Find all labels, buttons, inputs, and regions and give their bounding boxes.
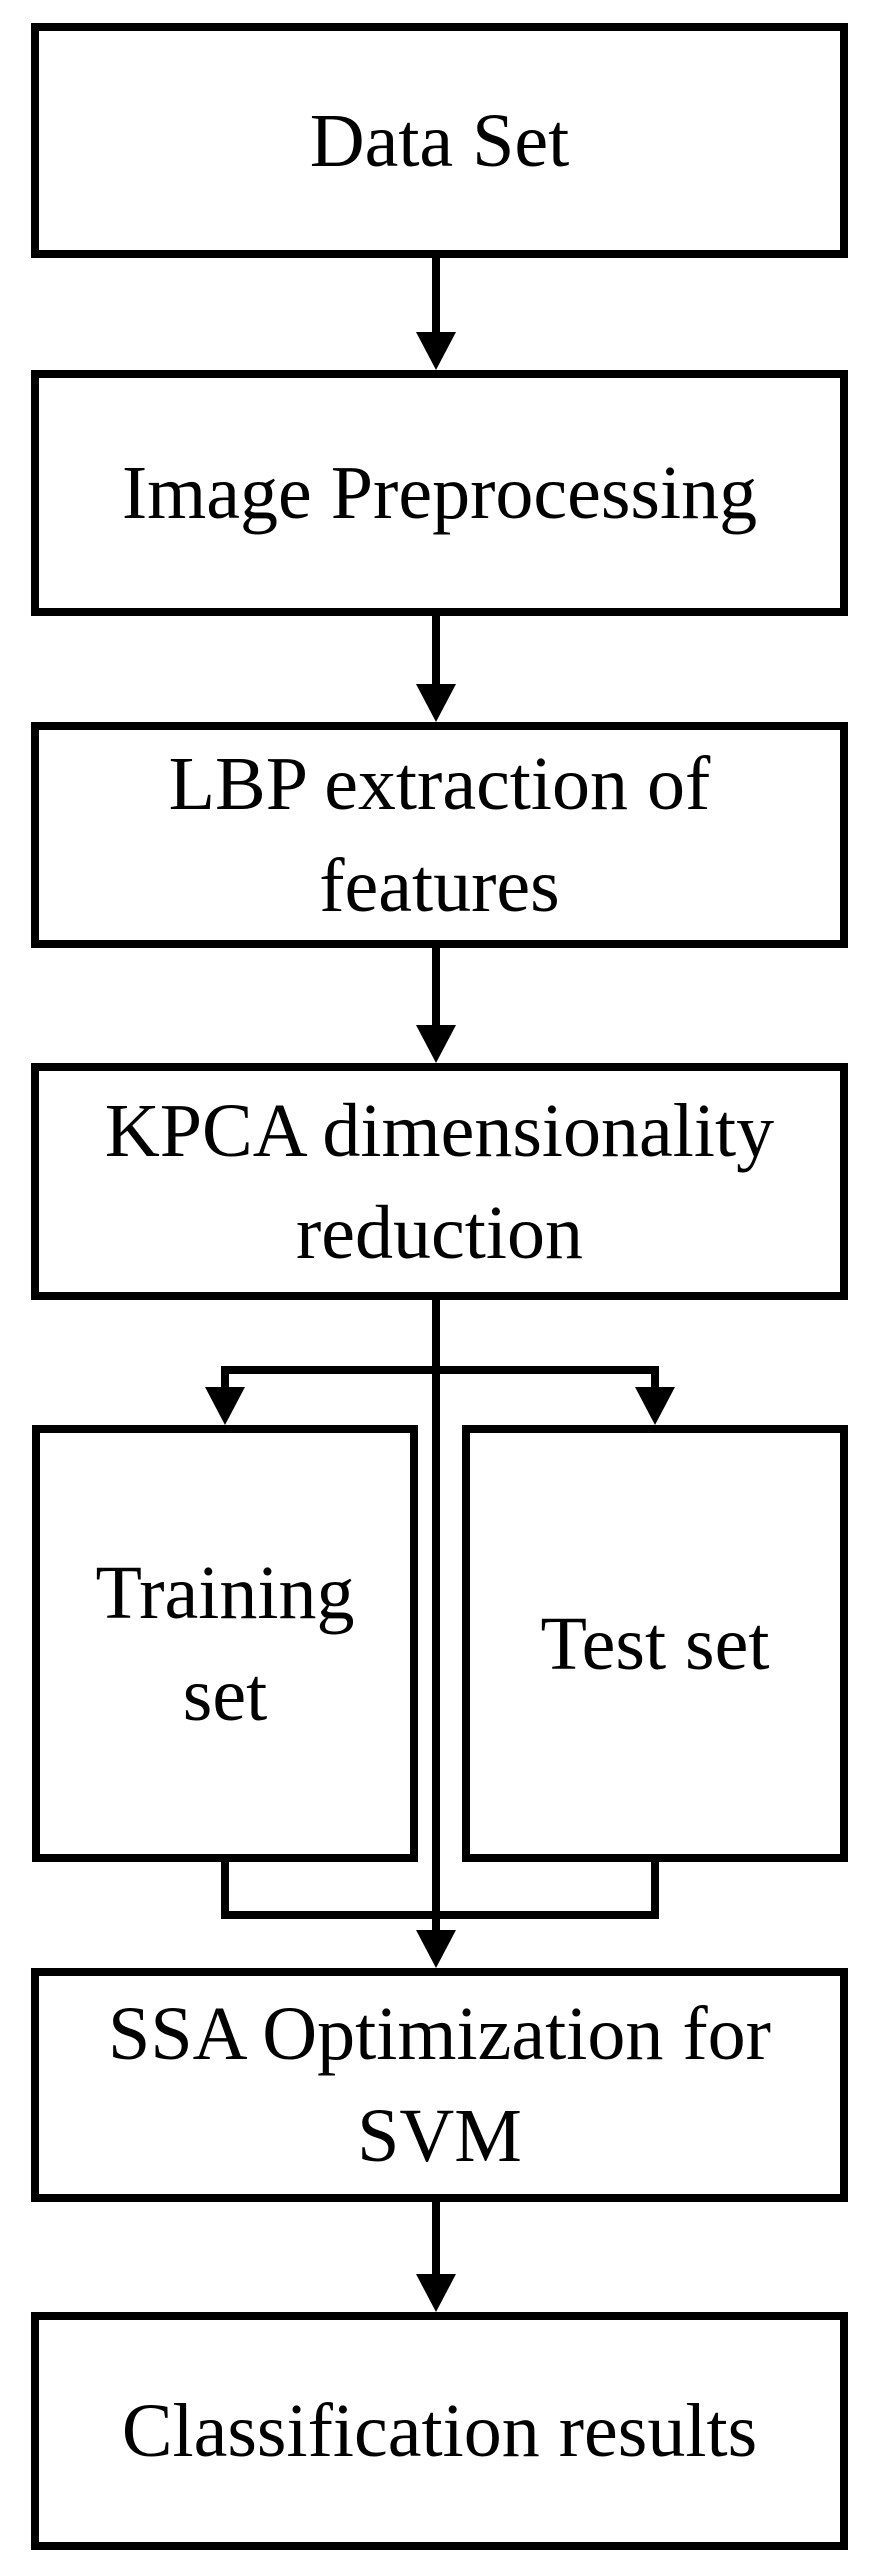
node-training-set-label: Training set [95,1550,355,1737]
arrow-ssa-to-results-head [416,2274,456,2312]
arrow-kpca-to-training-head [205,1387,245,1425]
arrow-preprocessing-to-lbp-head [416,684,456,722]
arrow-kpca-to-test-stem [651,1366,659,1392]
node-classification-results-label: Classification results [121,2389,758,2473]
arrow-kpca-to-test-head [635,1387,675,1425]
merge-stub-test [651,1862,659,1919]
node-test-set: Test set [462,1425,848,1862]
merge-bar [221,1911,659,1919]
node-ssa-svm: SSA Optimization for SVM [31,1968,848,2202]
node-data-set: Data Set [31,23,848,258]
arrow-ssa-to-results-stem [432,2202,440,2278]
node-lbp-extraction: LBP extraction of features [31,722,848,948]
arrow-preprocessing-to-lbp-stem [432,616,440,686]
arrow-dataset-to-preprocessing-stem [432,258,440,334]
arrow-merge-to-ssa-head [416,1930,456,1968]
merge-stub-training [221,1862,229,1919]
node-classification-results: Classification results [31,2312,848,2550]
node-kpca-reduction: KPCA dimensionality reduction [31,1063,848,1300]
node-lbp-extraction-label: LBP extraction of features [168,742,711,928]
split-bar [221,1366,659,1374]
node-data-set-label: Data Set [309,98,570,183]
node-image-preprocessing: Image Preprocessing [31,370,848,616]
node-ssa-svm-label: SSA Optimization for SVM [108,1992,771,2178]
arrow-lbp-to-kpca-stem [432,948,440,1027]
node-image-preprocessing-label: Image Preprocessing [121,451,758,535]
node-training-set: Training set [32,1425,418,1862]
arrow-kpca-to-ssa-center-trunk [432,1300,440,1934]
node-kpca-reduction-label: KPCA dimensionality reduction [104,1088,775,1275]
arrow-lbp-to-kpca-head [416,1025,456,1063]
node-test-set-label: Test set [540,1601,770,1686]
arrow-kpca-to-training-stem [221,1366,229,1392]
arrow-dataset-to-preprocessing-head [416,332,456,370]
